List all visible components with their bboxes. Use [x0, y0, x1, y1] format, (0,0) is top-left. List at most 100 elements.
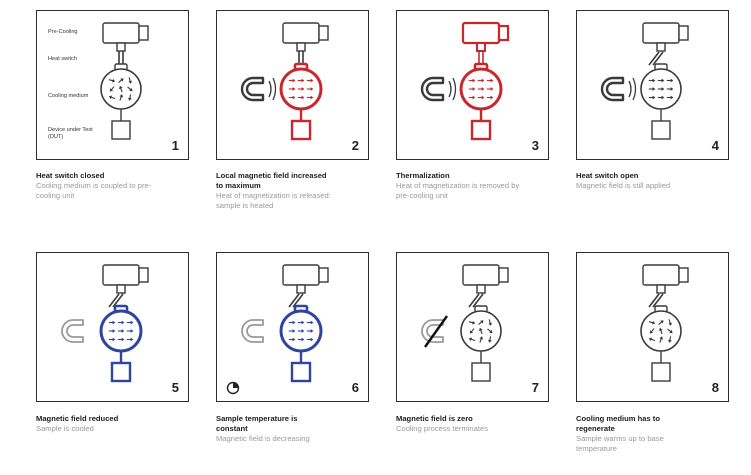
heat-switch-lever-a: [648, 293, 660, 308]
label-heat-switch: Heat switch: [48, 56, 77, 62]
dut-block: [110, 361, 132, 383]
arrow-head: [480, 320, 484, 324]
magnetic-moment-arrow: [468, 78, 476, 83]
panel-3: 3: [396, 10, 549, 160]
cooling-medium: [460, 305, 502, 352]
arrow-head: [119, 94, 123, 98]
heat-switch: [118, 51, 124, 64]
label-dut-line1: Device under Test: [48, 127, 93, 133]
cooling-medium: [99, 304, 143, 353]
panel-number: 5: [171, 380, 179, 395]
magnetic-moment-arrow: [126, 329, 134, 333]
heat-switch-lever-b: [292, 293, 304, 308]
magnetic-moment-arrow: [118, 78, 124, 83]
arrow-head: [472, 95, 476, 100]
magnetic-moment-arrow: [306, 337, 314, 342]
caption-8: Cooling medium has to regenerate Sample …: [576, 414, 736, 454]
magnetic-moment-arrow: [487, 328, 493, 334]
magnet-icon: [420, 76, 445, 102]
cooling-medium: [640, 305, 682, 352]
dut-block: [290, 119, 312, 141]
pre-cooling-connector: [498, 267, 509, 283]
magnetic-moment-arrow: [657, 78, 665, 83]
caption-title: Heat switch open: [576, 171, 639, 180]
magnetic-moment-arrow: [297, 320, 305, 325]
arrow-head: [670, 78, 674, 83]
device-under-test: [651, 109, 671, 140]
panel-8-diagram: [640, 264, 689, 382]
arrow-head: [668, 339, 672, 343]
caption-desc: Magnetic field is decreasing: [216, 434, 310, 443]
heat-switch-lever-b: [652, 293, 664, 308]
magnet: [61, 319, 84, 343]
panel-number: 7: [531, 380, 539, 395]
panel-number: 6: [351, 380, 359, 395]
arrow-head: [659, 336, 663, 340]
dut-block: [290, 361, 312, 383]
pre-cooling-unit: [461, 21, 510, 52]
arrow-head: [310, 78, 314, 83]
heat-switch: [298, 51, 304, 64]
arrow-head: [301, 337, 305, 342]
magnet: [420, 76, 457, 102]
magnetic-moment-arrow: [297, 329, 305, 333]
magnetic-moment-arrow: [667, 328, 673, 334]
clock-icon: [226, 381, 240, 395]
magnetic-moment-arrow: [666, 95, 674, 100]
cooling-medium: [100, 63, 142, 110]
magnetic-moment-arrow: [297, 78, 305, 83]
panel-number: 4: [711, 138, 719, 153]
arrow-head: [128, 80, 132, 84]
magnetic-moment-arrow: [666, 78, 674, 83]
device-under-test: [290, 351, 312, 383]
magnetic-moment-arrow: [306, 329, 314, 333]
magnetic-moment-arrow: [108, 337, 116, 342]
pre-cooling-unit: [102, 264, 149, 294]
arrow-head: [112, 320, 116, 325]
caption-title: Magnetic field reduced: [36, 414, 119, 423]
magnetic-moment-arrow: [288, 320, 296, 325]
label-cooling-medium: Cooling medium: [48, 93, 89, 99]
panel-7: 7: [396, 252, 549, 402]
arrow-head: [130, 329, 134, 333]
heat-switch-lever-a: [288, 293, 300, 308]
arrow-head: [121, 320, 125, 325]
pre-cooling-unit: [102, 22, 149, 52]
arrow-head: [481, 95, 485, 100]
arrow-head: [121, 329, 125, 333]
magnetic-moment-arrow: [488, 319, 492, 326]
panel-4-diagram: [600, 22, 689, 140]
magnetic-moment-arrow: [659, 336, 663, 343]
panel-6-diagram: [226, 264, 329, 395]
cooling-medium: [279, 62, 323, 111]
magnetic-moment-arrow: [109, 86, 115, 92]
pre-cooling-head: [102, 264, 140, 286]
magnetic-moment-arrow: [108, 95, 116, 100]
arrow-head: [489, 329, 493, 334]
label-dut-line2: (DUT): [48, 134, 64, 140]
field-wave-2: [632, 77, 637, 101]
panel-8: 8: [576, 252, 729, 402]
magnetic-moment-arrow: [128, 77, 132, 84]
magnetic-moment-arrow: [668, 336, 672, 343]
panel-1: Pre-Cooling Heat switch Cooling medium D…: [36, 10, 189, 160]
arrow-head: [670, 87, 674, 91]
arrow-head: [112, 78, 116, 83]
clock-wedge: [233, 382, 239, 388]
panel-1-diagram: [100, 22, 149, 140]
magnetic-moment-arrow: [297, 95, 305, 100]
magnetic-moment-arrow: [468, 87, 476, 91]
arrow-head: [301, 320, 305, 325]
caption-6: Sample temperature is constant Magnetic …: [216, 414, 376, 444]
pre-cooling-unit: [642, 264, 689, 294]
magnetic-moment-arrow: [306, 320, 314, 325]
arrow-head: [652, 87, 656, 91]
arrow-head: [130, 320, 134, 325]
pre-cooling-head: [282, 264, 320, 286]
magnetic-moment-arrow: [658, 320, 664, 325]
magnetic-moment-arrow: [648, 95, 656, 100]
magnetic-moment-arrow: [486, 87, 494, 91]
arrow-head: [472, 78, 476, 83]
magnetic-moment-arrow: [648, 87, 656, 91]
dut-block: [111, 120, 131, 140]
